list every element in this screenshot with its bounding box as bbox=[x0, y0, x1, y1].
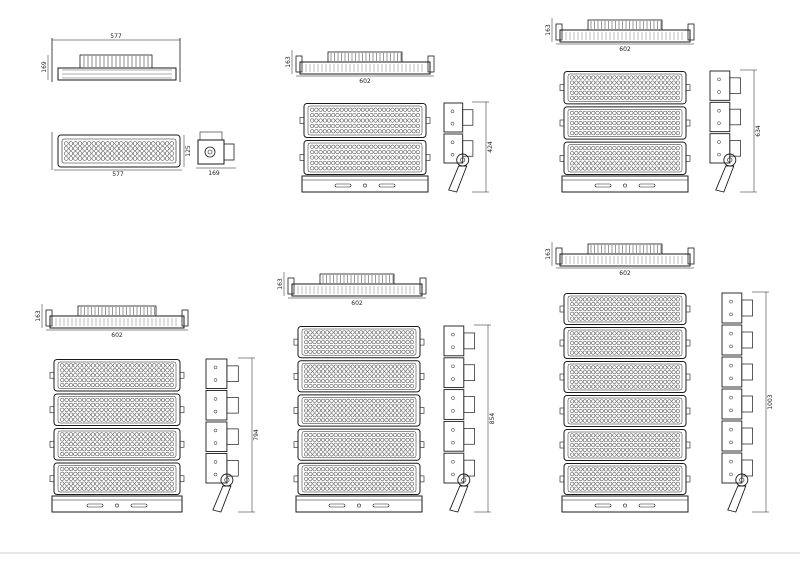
unit-3-top-height-label: 163 bbox=[545, 24, 552, 36]
unit-6-side-view: 1003 bbox=[721, 291, 774, 513]
unit-2-top-width-label: 602 bbox=[359, 78, 371, 85]
unit-4-side-height-label: 794 bbox=[253, 429, 260, 441]
unit-4-side-view: 794 bbox=[205, 357, 260, 513]
bracket-arm bbox=[449, 485, 469, 513]
unit-4-drawings: 602 163 794 bbox=[35, 304, 260, 513]
bracket-arm bbox=[448, 165, 468, 193]
unit-4-top-view: 602 163 bbox=[35, 304, 189, 339]
unit-5-top-view: 602 163 bbox=[277, 272, 427, 307]
unit-2-side-height-label: 424 bbox=[487, 141, 494, 153]
unit-6-top-height-label: 163 bbox=[545, 248, 552, 260]
unit-3-side-height-label: 634 bbox=[755, 125, 762, 137]
unit-2-drawings: 602 163 424 bbox=[285, 50, 494, 193]
unit-1-drawings: 577 169 577 125 169 bbox=[41, 33, 236, 178]
mounting-bracket bbox=[51, 495, 183, 513]
unit-5-drawings: 602 163 854 bbox=[277, 272, 496, 513]
unit-5-top-width-label: 602 bbox=[351, 300, 363, 307]
unit-4-top-height-label: 163 bbox=[35, 310, 42, 322]
unit-3-top-view: 602 163 bbox=[545, 18, 695, 53]
unit-3-side-view: 634 bbox=[709, 69, 762, 193]
bracket-arm bbox=[212, 485, 232, 513]
unit-3-drawings: 602 163 634 bbox=[545, 18, 762, 193]
unit-5-side-height-label: 854 bbox=[489, 413, 496, 425]
unit-4-front-view bbox=[49, 359, 185, 513]
unit-1-top-width-label: 577 bbox=[110, 33, 122, 40]
unit-2-side-view: 424 bbox=[443, 101, 494, 193]
unit-6-top-width-label: 602 bbox=[619, 270, 631, 277]
unit-6-top-view: 602 163 bbox=[545, 242, 695, 277]
unit-6-side-height-label: 1003 bbox=[767, 394, 774, 409]
unit-4-top-width-label: 602 bbox=[111, 332, 123, 339]
mounting-bracket bbox=[301, 175, 429, 193]
unit-2-top-view: 602 163 bbox=[285, 50, 435, 85]
mounting-bracket bbox=[561, 495, 689, 513]
unit-6-drawings: 602 163 1003 bbox=[545, 242, 774, 513]
unit-1-side-width-label: 169 bbox=[208, 170, 220, 177]
unit-1-side-view: 169 bbox=[196, 131, 236, 177]
unit-5-side-view: 854 bbox=[443, 324, 496, 513]
unit-1-front-width-label: 577 bbox=[112, 171, 124, 178]
unit-2-top-height-label: 163 bbox=[285, 56, 292, 68]
bracket-arm bbox=[715, 165, 735, 193]
bracket-arm bbox=[727, 485, 747, 513]
unit-1-front-height-label: 125 bbox=[185, 145, 192, 157]
unit-1-top-height-label: 169 bbox=[41, 61, 48, 73]
unit-3-top-width-label: 602 bbox=[619, 46, 631, 53]
unit-6-front-view bbox=[559, 293, 691, 513]
unit-5-top-height-label: 163 bbox=[277, 278, 284, 290]
mounting-bracket bbox=[295, 495, 423, 513]
unit-2-front-view bbox=[299, 103, 431, 193]
unit-3-front-view bbox=[559, 71, 691, 193]
mounting-bracket bbox=[561, 175, 689, 193]
unit-1-front-view: 577 125 bbox=[51, 132, 192, 178]
unit-1-top-view: 577 169 bbox=[41, 33, 181, 82]
unit-5-front-view bbox=[293, 326, 425, 513]
